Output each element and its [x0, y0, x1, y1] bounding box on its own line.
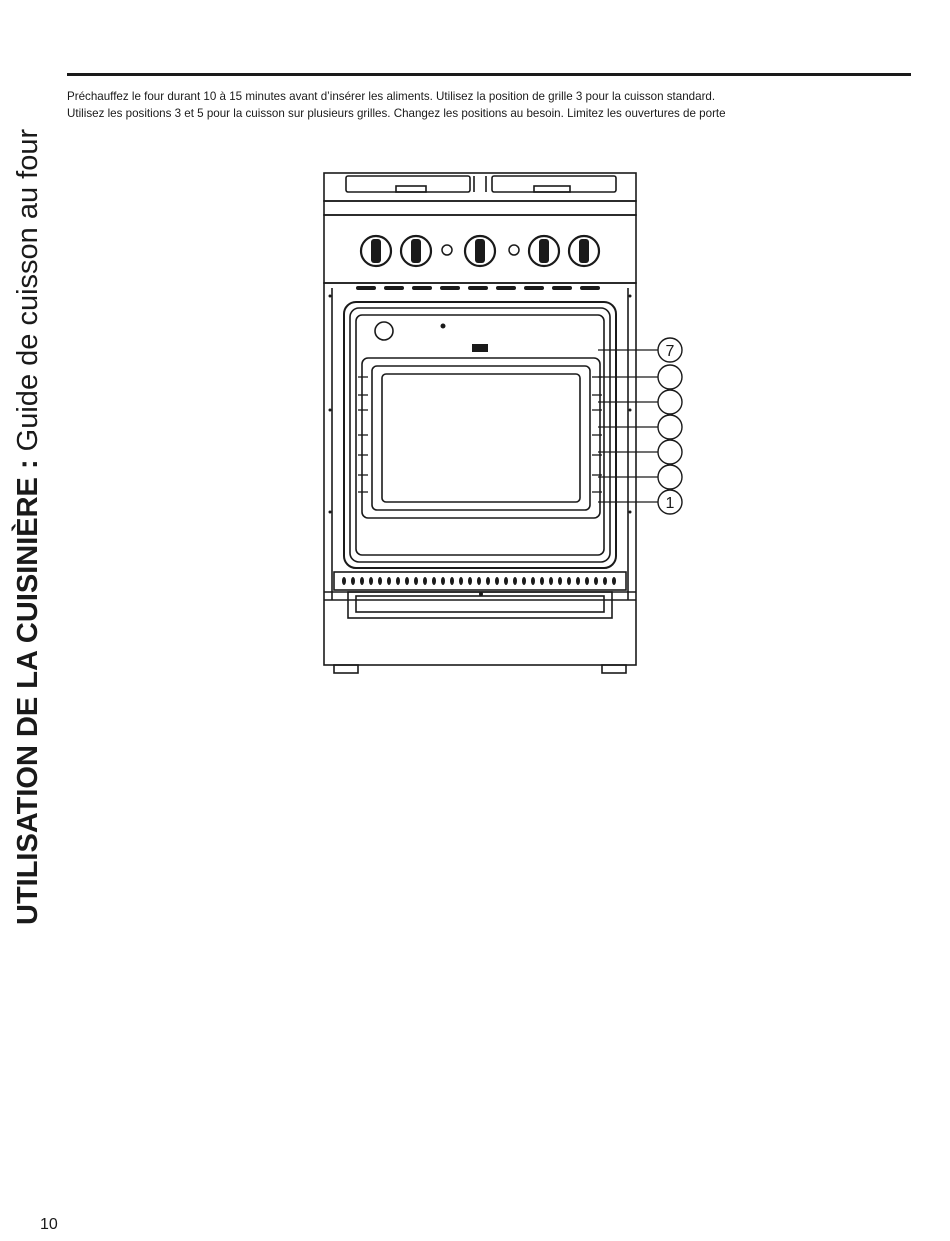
knob-4	[527, 234, 561, 268]
rack-position-2	[657, 464, 683, 490]
section-title-subtitle: Guide de cuisson au four	[12, 128, 44, 460]
rack-position-5	[657, 389, 683, 415]
rack-position-4	[657, 414, 683, 440]
oven-body	[323, 282, 637, 666]
knob-5	[567, 234, 601, 268]
oven-cavity	[343, 301, 617, 569]
cooktop	[323, 172, 637, 202]
intro-line-2: Utilisez les positions 3 et 5 pour la cu…	[67, 107, 726, 120]
section-title-bold: UTILISATION DE LA CUISINIÈRE :	[12, 459, 44, 925]
section-title: UTILISATION DE LA CUISINIÈRE : Guide de …	[12, 129, 44, 925]
rack-position-3	[657, 439, 683, 465]
oven-diagram: 7 1	[323, 172, 683, 674]
intro-paragraph: Préchauffez le four durant 10 à 15 minut…	[67, 88, 927, 122]
knob-3	[463, 234, 497, 268]
page-number: 10	[40, 1216, 58, 1233]
rack-position-7: 7	[657, 337, 683, 363]
rack-position-6	[657, 364, 683, 390]
oven-rack	[361, 357, 601, 519]
intro-line-1: Préchauffez le four durant 10 à 15 minut…	[67, 90, 716, 103]
knob-2	[399, 234, 433, 268]
knob-1	[359, 234, 393, 268]
header-rule	[67, 73, 911, 76]
svg-text:1: 1	[666, 495, 675, 512]
rack-position-1: 1	[657, 489, 683, 515]
rack-position-callouts: 7 1	[657, 337, 683, 515]
svg-text:7: 7	[666, 343, 675, 360]
